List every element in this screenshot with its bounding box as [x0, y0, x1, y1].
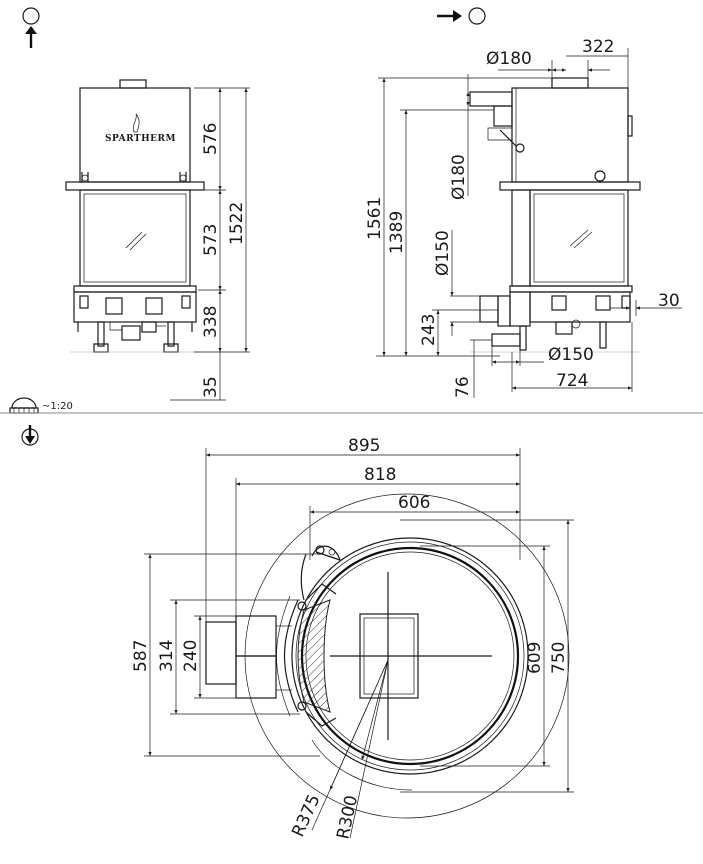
dim-576: 576 — [201, 123, 221, 155]
side-dimensions — [376, 48, 682, 398]
dim-243: 243 — [419, 314, 439, 346]
dim-76: 76 — [453, 376, 473, 398]
dim-dia150-bottom: Ø150 — [548, 345, 594, 365]
plan-view-icon — [21, 425, 39, 446]
dim-dia180-top: Ø180 — [486, 49, 532, 69]
plan-dimensions — [144, 448, 574, 839]
dim-30: 30 — [658, 291, 680, 311]
dim-609: 609 — [525, 642, 545, 674]
dim-724: 724 — [556, 371, 588, 391]
scale-icon — [9, 397, 39, 414]
side-view-icon — [437, 7, 486, 25]
dim-818: 818 — [364, 465, 396, 485]
front-view-icon — [22, 7, 40, 48]
dim-895: 895 — [348, 436, 380, 456]
scale-label: ~1:20 — [42, 401, 73, 412]
dim-dia180-side: Ø180 — [449, 154, 469, 200]
dim-r375: R375 — [288, 791, 324, 840]
dim-606: 606 — [398, 493, 430, 513]
dim-1561: 1561 — [365, 197, 385, 240]
plan-view — [205, 493, 570, 819]
dim-587: 587 — [131, 640, 151, 672]
dim-750: 750 — [549, 642, 569, 674]
dim-r300: R300 — [333, 794, 362, 841]
dim-35: 35 — [201, 376, 221, 398]
dim-573: 573 — [201, 224, 221, 256]
dim-1522: 1522 — [227, 202, 247, 245]
brand-label: SPARTHERM — [105, 134, 176, 144]
dim-240: 240 — [181, 640, 201, 672]
dim-322: 322 — [582, 37, 614, 57]
dim-1389: 1389 — [387, 211, 407, 254]
dim-314: 314 — [157, 640, 177, 672]
front-dimensions — [170, 87, 250, 401]
dim-338: 338 — [201, 306, 221, 338]
side-view — [469, 77, 641, 353]
front-view: SPARTHERM — [65, 79, 205, 353]
spartherm-logo-flame-icon — [132, 113, 140, 133]
dim-dia150-side: Ø150 — [433, 230, 453, 276]
